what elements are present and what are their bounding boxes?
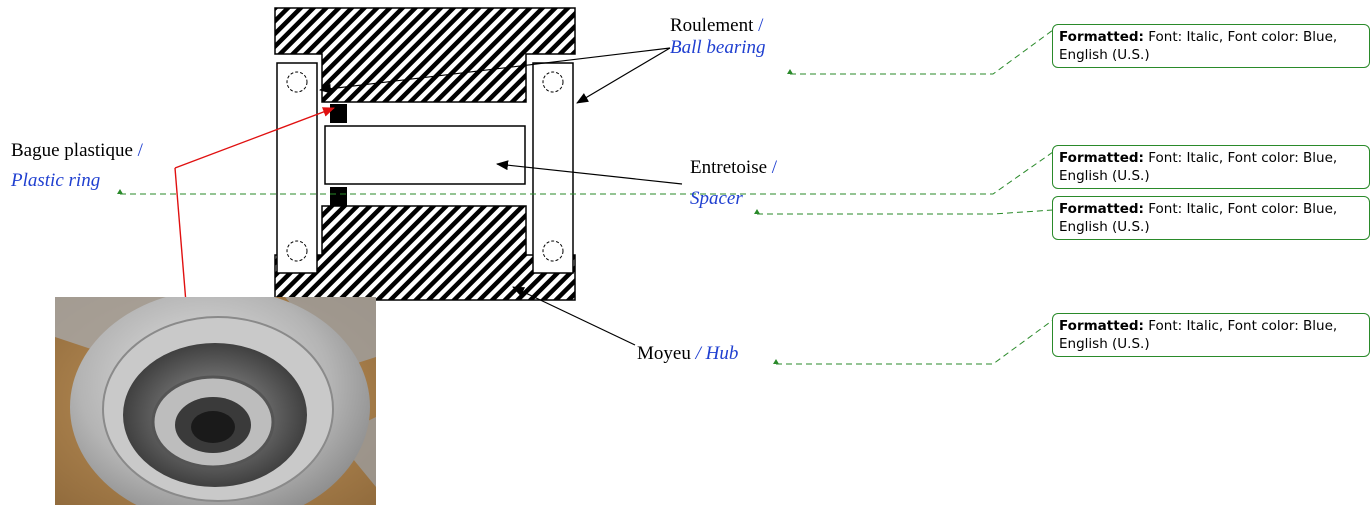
bearing-leader-right	[576, 47, 671, 104]
format-comment-2-head: Formatted:	[1059, 150, 1144, 166]
format-comment-4[interactable]: Formatted: Font: Italic, Font color: Blu…	[1052, 313, 1370, 357]
plastic-ring-label-slash: /	[137, 140, 143, 161]
hub-photo	[55, 297, 376, 505]
format-comment-1-head: Formatted:	[1059, 29, 1144, 45]
ring-leader-top	[174, 107, 335, 169]
right-bearing	[532, 62, 574, 274]
spacer-label-fr: Entretoise	[690, 157, 768, 178]
hub-label-en: Hub	[705, 343, 739, 364]
hub-leader	[512, 286, 636, 346]
spacer-leader	[496, 160, 683, 185]
plastic-ring-label-en: Plastic ring	[11, 170, 101, 191]
spacer-part	[324, 125, 526, 185]
spacer-label: Entretoise / Spacer	[690, 157, 777, 219]
ball-bearing-label-slash: /	[758, 15, 764, 36]
format-comment-4-head: Formatted:	[1059, 318, 1144, 334]
spacer-label-slash: /	[771, 157, 778, 178]
format-comment-3-head: Formatted:	[1059, 201, 1144, 217]
ball-bearing-label-fr: Roulement	[670, 15, 754, 36]
format-comment-1-body: Font: Italic, Font color: Blue, English …	[1059, 29, 1338, 63]
plastic-ring-label-fr: Bague plastique	[11, 140, 133, 161]
ball-bearing-label-en: Ball bearing	[670, 37, 766, 58]
format-comment-1[interactable]: Formatted: Font: Italic, Font color: Blu…	[1052, 24, 1370, 68]
plastic-ring-bottom	[330, 187, 347, 206]
format-comment-2[interactable]: Formatted: Font: Italic, Font color: Blu…	[1052, 145, 1370, 189]
format-comment-3-body: Font: Italic, Font color: Blue, English …	[1059, 201, 1338, 235]
hub-label-fr: Moyeu	[637, 343, 691, 364]
comment-connectors	[120, 29, 1054, 365]
hub-label-slash: /	[695, 343, 701, 364]
comment-anchor-markers	[117, 69, 793, 364]
format-comment-4-body: Font: Italic, Font color: Blue, English …	[1059, 318, 1338, 352]
ball-bearing-label: Roulement / Ball bearing	[670, 15, 766, 59]
hub-label: Moyeu / Hub	[637, 343, 738, 365]
bearing-leader-left	[319, 47, 671, 94]
format-comment-3[interactable]: Formatted: Font: Italic, Font color: Blu…	[1052, 196, 1370, 240]
spacer-label-en: Spacer	[690, 188, 743, 209]
left-bearing	[276, 62, 318, 274]
format-comment-2-body: Font: Italic, Font color: Blue, English …	[1059, 150, 1338, 184]
plastic-ring-label: Bague plastique / Plastic ring	[11, 140, 143, 200]
plastic-ring-top	[330, 104, 347, 123]
